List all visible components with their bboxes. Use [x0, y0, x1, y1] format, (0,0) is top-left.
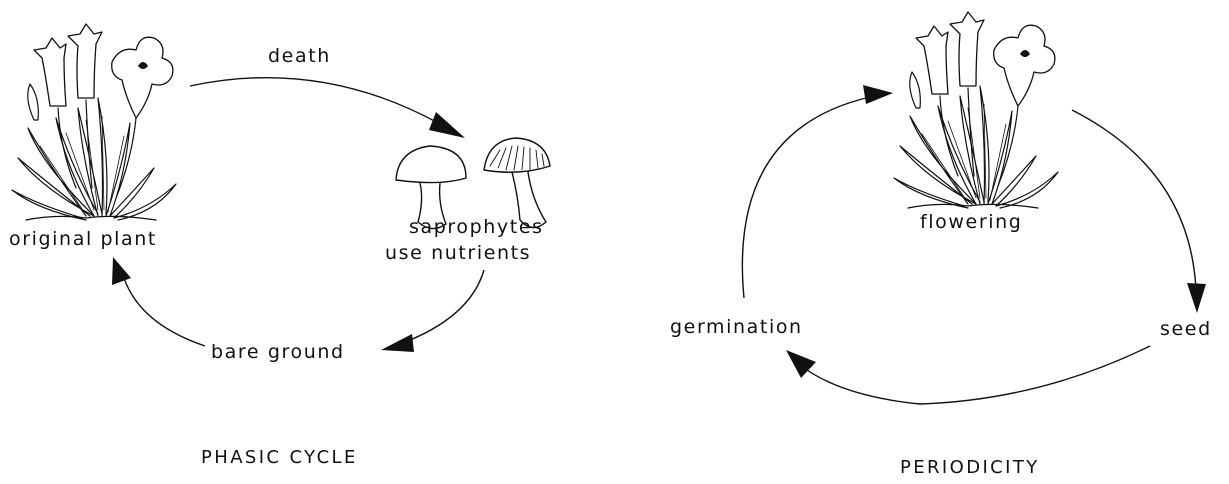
seed-label: seed: [1160, 318, 1212, 340]
arrow-to-germination: [800, 346, 1150, 404]
arrowhead-flowering: [863, 85, 893, 104]
arrow-to-original-plant: [124, 278, 205, 346]
arrow-to-bare-ground: [400, 270, 484, 344]
phasic-cycle-caption: PHASIC CYCLE: [201, 447, 358, 468]
arrow-death: [190, 78, 440, 124]
flowering-plant-illustration: [894, 12, 1058, 208]
arrowhead-original-plant: [112, 257, 131, 285]
arrowhead-death: [429, 112, 465, 138]
periodicity-caption: PERIODICITY: [900, 457, 1040, 478]
periodicity-diagram: flowering seed germination PERIODICITY: [670, 12, 1212, 478]
arrow-to-flowering: [742, 97, 870, 298]
germination-label: germination: [670, 316, 803, 338]
bare-ground-label: bare ground: [211, 341, 345, 363]
flowering-label: flowering: [920, 211, 1022, 233]
arrow-to-seed: [1072, 110, 1196, 290]
saprophytes-label: saprophytes: [409, 216, 544, 238]
original-plant-illustration: [12, 24, 176, 220]
phasic-cycle-diagram: original plant death saprophytes use nut…: [9, 24, 550, 468]
arrowhead-germination: [786, 350, 816, 378]
death-label: death: [268, 45, 331, 67]
arrowhead-seed: [1187, 283, 1206, 313]
original-plant-label: original plant: [9, 228, 157, 250]
use-nutrients-label: use nutrients: [385, 242, 531, 264]
arrowhead-bare-ground: [381, 334, 414, 352]
mushroom-icon-open: [484, 138, 550, 228]
